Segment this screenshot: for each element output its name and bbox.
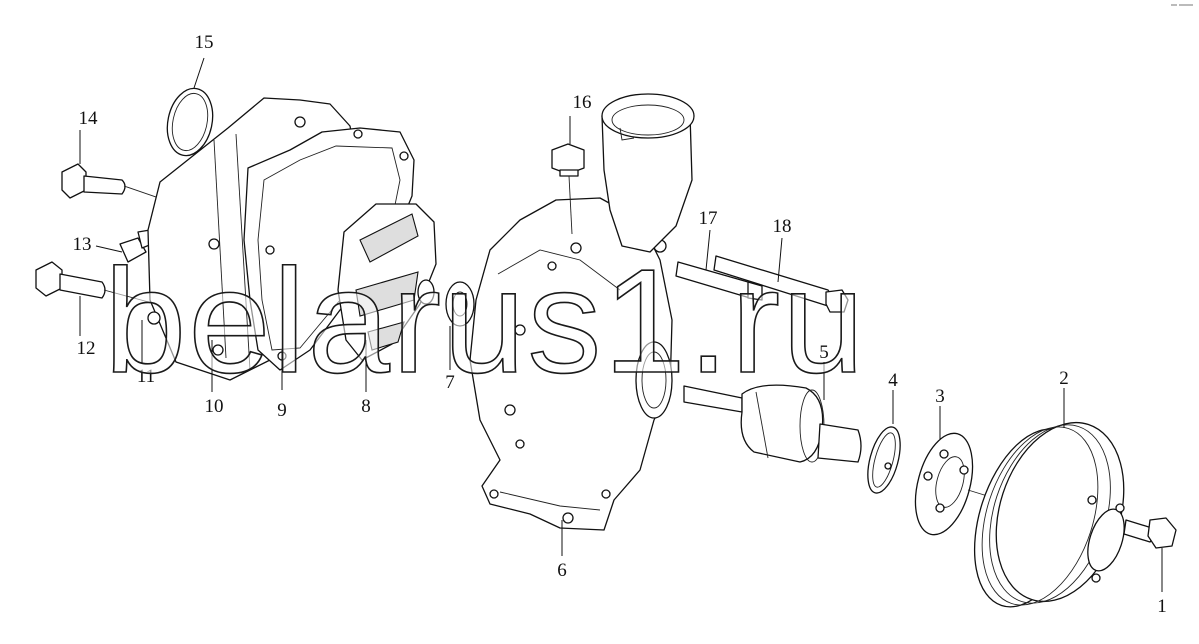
callout-labels: 1 2 3 4 5 6 7 8 9 10 11 12 13 14 15 16 1… <box>73 32 1167 617</box>
part-4-snap-ring <box>867 426 901 494</box>
part-6-pump-housing <box>469 197 673 531</box>
callout-17: 17 <box>699 208 718 229</box>
callout-11: 11 <box>137 366 155 387</box>
callout-16: 16 <box>573 92 592 113</box>
callout-13: 13 <box>73 234 92 255</box>
callout-8: 8 <box>361 396 371 417</box>
corner-mark-icon <box>1171 4 1193 6</box>
callout-2: 2 <box>1059 368 1069 389</box>
callout-5: 5 <box>819 342 829 363</box>
part-2-pulley <box>973 421 1125 608</box>
callout-6: 6 <box>557 560 567 581</box>
part-5-shaft-bearing <box>683 384 862 463</box>
callout-18: 18 <box>773 216 792 237</box>
part-1-bolt <box>1123 517 1177 549</box>
part-3-hub <box>914 432 995 536</box>
part-15-o-ring <box>166 87 214 157</box>
callout-1: 1 <box>1157 596 1167 617</box>
part-16-plug <box>551 143 585 235</box>
part-8-impeller <box>337 203 437 361</box>
callout-9: 9 <box>277 400 287 421</box>
callout-15: 15 <box>195 32 214 53</box>
part-17-stud <box>675 261 763 301</box>
leader-lines <box>79 57 1163 592</box>
part-18-bolt <box>713 255 849 313</box>
watermark-text: belarus1.ru <box>104 239 866 404</box>
callout-7: 7 <box>445 372 455 393</box>
callout-14: 14 <box>79 108 99 129</box>
callout-10: 10 <box>205 396 224 417</box>
callout-4: 4 <box>888 370 898 391</box>
outlet-elbow <box>601 93 695 253</box>
callout-3: 3 <box>935 386 945 407</box>
callout-12: 12 <box>77 338 96 359</box>
